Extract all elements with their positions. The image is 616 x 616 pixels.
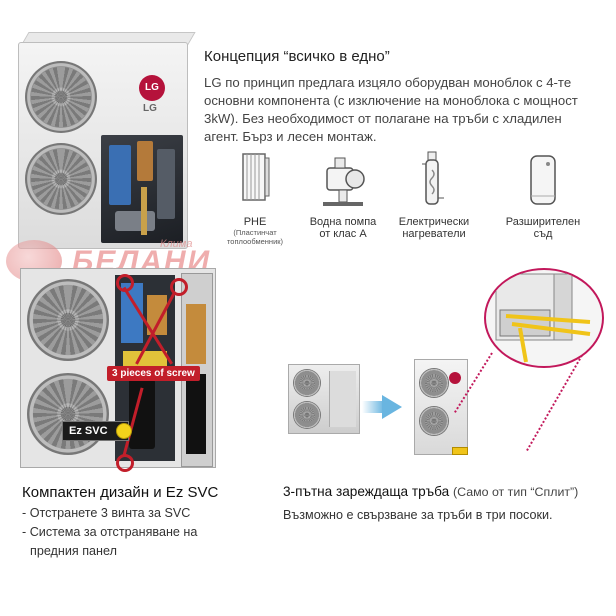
lg-logo: LG xyxy=(139,75,165,101)
cutaway-interior xyxy=(101,135,183,243)
fan-icon xyxy=(25,61,97,133)
component-label-line2: нагреватели xyxy=(402,228,466,240)
component-water-pump: Водна помпа от клас А xyxy=(298,150,388,240)
arrow-tail xyxy=(362,401,384,413)
screw-callout: 3 pieces of screw xyxy=(107,366,200,381)
pipe-title-paren: (Само от тип “Сплит”) xyxy=(452,485,579,499)
compact-bullet: предния панел xyxy=(30,544,117,558)
fan-icon xyxy=(419,406,449,436)
fan-icon xyxy=(27,279,109,361)
hero-unit-image: LG LG xyxy=(18,32,196,249)
component-label: Електрически xyxy=(398,216,470,228)
split-unit-image xyxy=(288,360,370,435)
component-expansion-vessel: Разширителен съд xyxy=(498,150,588,240)
arrow-right-icon xyxy=(382,395,402,419)
concept-description: LG по принцип предлага изцяло оборудван … xyxy=(204,75,578,144)
component-sublabel: (Пластинчат топлообменник) xyxy=(226,228,284,246)
pipe-title-main: 3-пътна зареждаща тръба xyxy=(283,484,450,499)
screw-marker xyxy=(170,278,188,296)
component-label: Разширителен xyxy=(505,216,581,228)
electric-heater-icon xyxy=(404,150,464,212)
plate-heat-exchanger-icon xyxy=(225,150,285,212)
lg-wordmark: LG xyxy=(143,103,157,114)
component-label-line2: съд xyxy=(533,228,553,240)
fan-icon xyxy=(419,368,449,398)
screw-marker xyxy=(116,454,134,472)
fan-icon xyxy=(25,143,97,215)
unit-casing: LG LG xyxy=(18,42,188,249)
pipe-zoom-detail xyxy=(484,268,604,368)
concept-title: Концепция “всичко в едно” xyxy=(204,48,390,65)
water-pump-icon xyxy=(313,150,373,212)
fan-icon xyxy=(293,369,321,397)
component-label-line2: от клас А xyxy=(319,228,367,240)
fan-icon xyxy=(27,373,109,455)
component-label: PHE xyxy=(243,216,267,228)
ezsvc-marker-icon xyxy=(116,423,132,439)
pipe-description: Възможно е свързване за тръби в три посо… xyxy=(283,508,553,522)
pipe-title: 3-пътна зареждаща тръба (Само от тип “Сп… xyxy=(283,484,578,499)
fan-icon xyxy=(293,401,321,429)
lg-logo-small xyxy=(449,372,461,384)
pipe-connection-icon xyxy=(452,447,468,455)
compact-bullet: - Отстранете 3 винта за SVC xyxy=(22,506,191,520)
compact-bullet: - Система за отстраняване на xyxy=(22,525,198,539)
expansion-vessel-icon xyxy=(513,150,573,212)
component-electric-heater: Електрически нагреватели xyxy=(389,150,479,240)
monobloc-unit-image xyxy=(414,355,472,455)
component-phe: PHE (Пластинчат топлообменник) xyxy=(210,150,300,246)
watermark-small: Клима xyxy=(160,238,193,250)
component-label: Водна помпа xyxy=(309,216,377,228)
compact-title: Компактен дизайн и Ez SVC xyxy=(22,484,219,501)
ezsvc-callout: Ez SVC xyxy=(62,421,129,441)
